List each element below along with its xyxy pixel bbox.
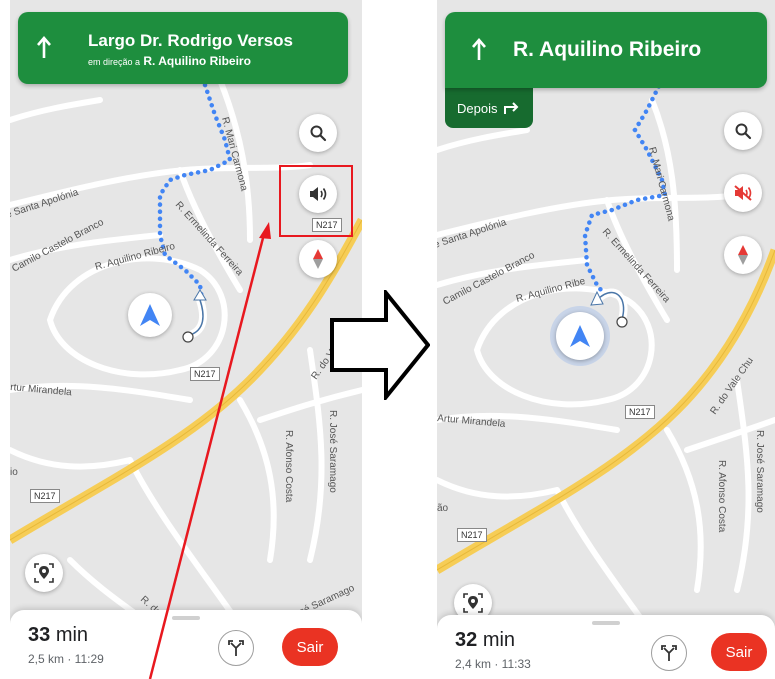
route-badge: N217	[457, 528, 487, 542]
eta-time: 33 min	[28, 624, 88, 647]
eta-minutes: 33	[28, 624, 51, 646]
screen-after: e Santa Apolónia Camilo Castelo Branco R…	[437, 0, 775, 679]
sheet-handle[interactable]	[592, 621, 620, 625]
next-street-name: R. Aquilino Ribeiro	[513, 38, 702, 61]
map-view[interactable]: e Santa Apolónia Camilo Castelo Branco R…	[10, 0, 362, 679]
then-label: Depois	[457, 100, 498, 116]
eta-details: 2,5 km · 11:29	[28, 652, 104, 666]
sound-button-highlight	[279, 165, 353, 237]
compass-icon	[738, 245, 748, 265]
compass-button[interactable]	[724, 236, 762, 274]
compass-button[interactable]	[299, 240, 337, 278]
street-label: R. Afonso Costa	[283, 430, 294, 503]
toward-street-name: R. Aquilino Ribeiro	[143, 54, 251, 68]
search-icon	[310, 125, 327, 142]
sound-button[interactable]	[299, 175, 337, 213]
street-label: rtur Mirandela	[10, 382, 73, 398]
current-location-arrow-icon	[140, 304, 160, 326]
search-button[interactable]	[724, 112, 762, 150]
alternate-routes-icon	[228, 640, 244, 656]
screen-before: e Santa Apolónia Camilo Castelo Branco R…	[10, 0, 362, 679]
eta-unit: min	[55, 624, 89, 646]
navigation-banner[interactable]: R. Aquilino Ribeiro	[445, 12, 767, 88]
next-street-name: Largo Dr. Rodrigo Versos	[88, 31, 293, 50]
search-button[interactable]	[299, 114, 337, 152]
volume-icon	[310, 187, 327, 201]
navigation-up-arrow-icon	[37, 36, 51, 58]
street-label: io	[10, 467, 18, 478]
street-label: R. José Saramago	[754, 430, 765, 513]
transition-arrow-icon	[330, 290, 430, 400]
exit-button[interactable]: Sair	[282, 628, 338, 666]
location-recenter-icon	[463, 593, 483, 613]
trip-summary-sheet[interactable]: 33 min 2,5 km · 11:29 Sair	[10, 610, 362, 679]
eta-time: 32 min	[455, 629, 515, 652]
alternate-routes-button[interactable]	[218, 630, 254, 666]
eta-unit: min	[482, 629, 516, 651]
alternate-routes-icon	[661, 645, 677, 661]
route-badge: N217	[30, 489, 60, 503]
compass-icon	[313, 249, 323, 269]
location-recenter-icon	[34, 563, 54, 583]
street-label: ão	[437, 503, 449, 514]
navigation-up-arrow-icon	[472, 38, 486, 60]
current-location-arrow-icon	[570, 325, 590, 347]
sound-button[interactable]	[724, 174, 762, 212]
turn-right-arrow-icon	[504, 102, 519, 114]
trip-summary-sheet[interactable]: 32 min 2,4 km · 11:33 Sair	[437, 615, 775, 679]
sheet-handle[interactable]	[172, 616, 200, 620]
current-location-marker	[556, 312, 604, 360]
exit-button[interactable]: Sair	[711, 633, 767, 671]
street-label: R. Afonso Costa	[716, 460, 727, 533]
then-instruction: Depois	[445, 88, 534, 128]
search-icon	[735, 123, 752, 140]
navigation-banner[interactable]: Largo Dr. Rodrigo Versos em direção a R.…	[18, 12, 348, 84]
eta-details: 2,4 km · 11:33	[455, 657, 531, 671]
route-badge: N217	[625, 405, 655, 419]
recenter-button[interactable]	[25, 554, 63, 592]
alternate-routes-button[interactable]	[651, 635, 687, 671]
current-location-marker	[128, 293, 172, 337]
toward-prefix: em direção a	[88, 57, 141, 67]
volume-muted-icon	[734, 185, 752, 201]
route-line	[582, 77, 668, 303]
street-label: R. José Saramago	[327, 410, 338, 493]
route-badge: N217	[312, 218, 342, 232]
route-badge: N217	[190, 367, 220, 381]
eta-minutes: 32	[455, 629, 478, 651]
toward-street: em direção a R. Aquilino Ribeiro	[88, 54, 251, 68]
